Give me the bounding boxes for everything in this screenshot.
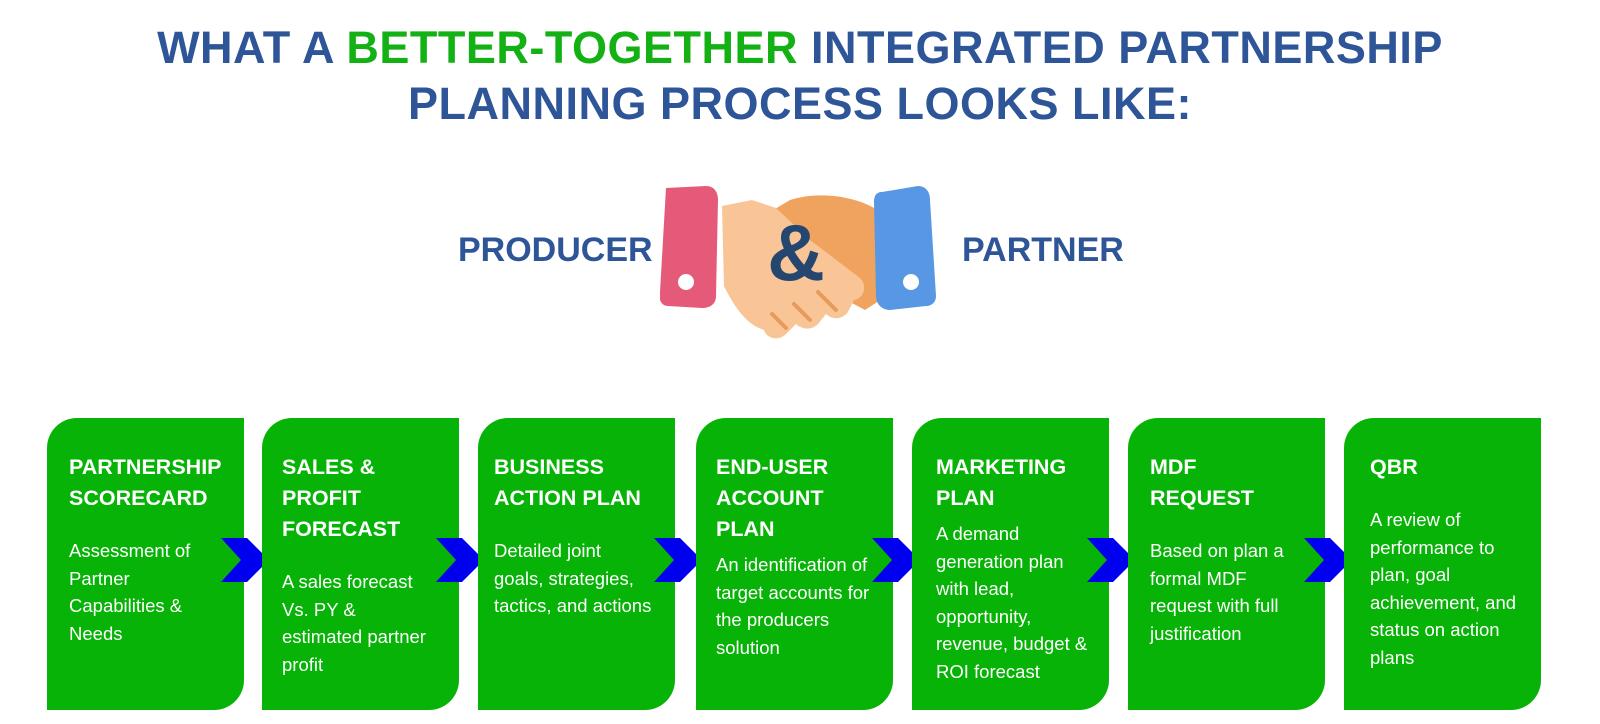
- producer-label: PRODUCER: [458, 231, 653, 269]
- step-description: Assessment of Partner Capabilities & Nee…: [69, 540, 191, 644]
- step-card-mdf-request: MDF REQUEST Based on plan a formal MDF r…: [1128, 418, 1325, 710]
- step-card-partnership-scorecard: PARTNERSHIP SCORECARD Assessment of Part…: [47, 418, 244, 710]
- step-description: A demand generation plan with lead, oppo…: [936, 523, 1088, 682]
- title-part-2: INTEGRATED PARTNERSHIP: [798, 22, 1443, 73]
- ampersand: &: [767, 208, 825, 297]
- cuff-button-right: [903, 274, 919, 290]
- step-title: BUSINESS ACTION PLAN: [494, 455, 641, 510]
- step-title: END-USER ACCOUNT PLAN: [716, 455, 829, 541]
- chevron-arrow-icon: [436, 538, 484, 582]
- chevron-arrow-icon: [654, 538, 702, 582]
- step-title: MDF REQUEST: [1150, 455, 1254, 510]
- step-description: Based on plan a formal MDF request with …: [1150, 540, 1284, 644]
- partner-label: PARTNER: [962, 231, 1124, 269]
- chevron-arrow-icon: [872, 538, 920, 582]
- page-title: WHAT A BETTER-TOGETHER INTEGRATED PARTNE…: [0, 20, 1600, 132]
- step-card-business-action-plan: BUSINESS ACTION PLAN Detailed joint goal…: [478, 418, 675, 710]
- handshake-icon: &: [660, 186, 936, 339]
- chevron-arrow-icon: [1304, 538, 1352, 582]
- step-description: Detailed joint goals, strategies, tactic…: [494, 540, 652, 616]
- title-line-1: WHAT A BETTER-TOGETHER INTEGRATED PARTNE…: [0, 20, 1600, 76]
- step-description: A sales forecast Vs. PY & estimated part…: [282, 571, 426, 675]
- step-title: MARKETING PLAN: [936, 455, 1067, 510]
- step-card-end-user-account-plan: END-USER ACCOUNT PLAN An identification …: [696, 418, 893, 710]
- step-description: An identification of target accounts for…: [716, 554, 870, 658]
- step-card-sales-profit-forecast: SALES & PROFIT FORECAST A sales forecast…: [262, 418, 459, 710]
- chevron-arrow-icon: [1087, 538, 1135, 582]
- step-title: QBR: [1370, 455, 1418, 479]
- cuff-button-left: [678, 274, 694, 290]
- step-title: PARTNERSHIP SCORECARD: [69, 455, 222, 510]
- step-card-qbr: QBR A review of performance to plan, goa…: [1344, 418, 1541, 710]
- title-highlight: BETTER-TOGETHER: [346, 22, 799, 73]
- step-title: SALES & PROFIT FORECAST: [282, 455, 401, 541]
- step-card-marketing-plan: MARKETING PLAN A demand generation plan …: [912, 418, 1109, 710]
- chevron-arrow-icon: [221, 538, 269, 582]
- title-part-1: WHAT A: [157, 22, 347, 73]
- step-description: A review of performance to plan, goal ac…: [1370, 509, 1517, 668]
- title-line-2: PLANNING PROCESS LOOKS LIKE:: [407, 78, 1193, 129]
